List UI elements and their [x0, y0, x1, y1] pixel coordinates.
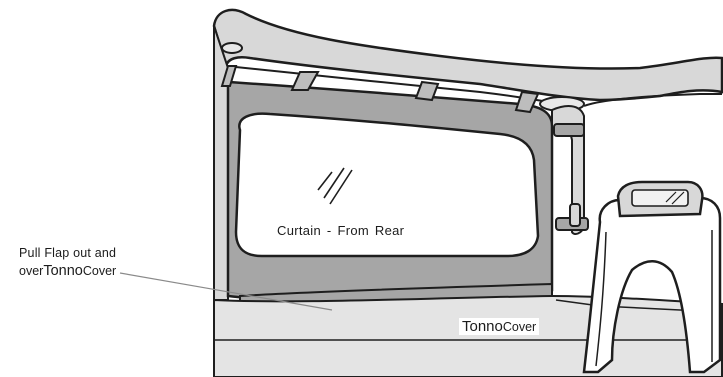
- dome-light-left: [222, 43, 242, 53]
- tonno-cover-cover-text: Cover: [503, 320, 536, 334]
- pull-flap-label-line2: overTonnoCover: [19, 264, 116, 279]
- headrest-recess: [632, 190, 688, 206]
- tonno-cover-tonno-text: Tonno: [462, 318, 503, 335]
- rollbar-clamp-upper: [554, 124, 584, 136]
- pull-flap-cover-text: Cover: [83, 264, 116, 278]
- left-pillar: [214, 26, 228, 300]
- pull-flap-over-text: over: [19, 264, 43, 278]
- curtain-label: Curtain - From Rear: [277, 224, 404, 237]
- pull-flap-label-line1: Pull Flap out and: [19, 247, 116, 260]
- rollbar-bracket: [570, 204, 580, 226]
- pull-flap-tonno-text: Tonno: [43, 263, 83, 279]
- tonno-cover-label: TonnoCover: [459, 318, 539, 335]
